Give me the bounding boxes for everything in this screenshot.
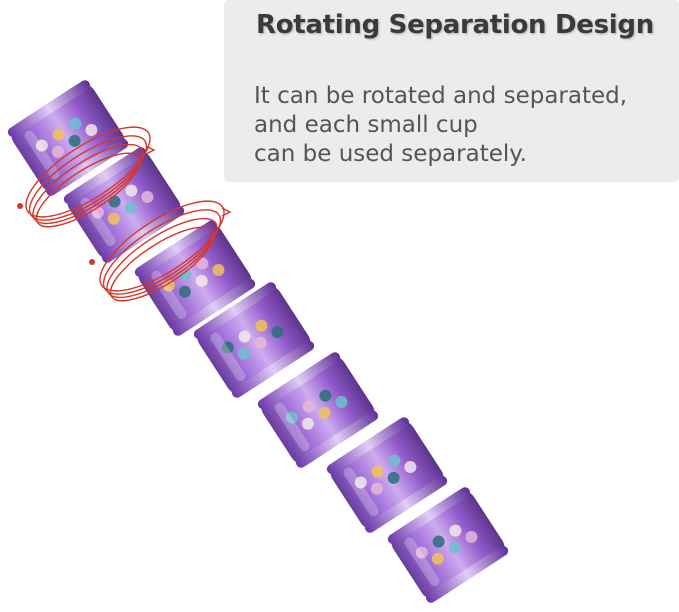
pill-cup bbox=[7, 80, 129, 196]
rotation-arrow bbox=[221, 207, 232, 217]
pill-cup bbox=[387, 487, 509, 603]
rotation-arrow bbox=[35, 152, 141, 228]
pill-cup bbox=[134, 220, 256, 336]
rotation-arrow bbox=[145, 145, 156, 155]
rotation-arrow bbox=[109, 226, 215, 302]
rotation-arrow bbox=[17, 203, 23, 209]
rotation-arrow bbox=[99, 200, 225, 292]
pill-cup bbox=[326, 417, 448, 533]
rotation-arrow bbox=[102, 209, 222, 295]
pill-cup bbox=[257, 352, 379, 468]
rotation-arrow bbox=[32, 143, 144, 225]
pill-cup bbox=[63, 147, 185, 263]
rotation-arrow bbox=[25, 126, 151, 218]
description-line-1: It can be rotated and separated, bbox=[254, 83, 628, 109]
rotation-arrow bbox=[89, 259, 95, 265]
info-panel: Rotating Separation Design It can be rot… bbox=[224, 0, 679, 182]
rotation-arrow bbox=[28, 135, 148, 221]
pill-cup bbox=[193, 282, 315, 398]
rotation-arrow bbox=[106, 217, 218, 299]
panel-description: It can be rotated and separated, and eac… bbox=[254, 82, 627, 169]
description-line-3: can be used separately. bbox=[254, 141, 527, 167]
panel-title: Rotating Separation Design bbox=[256, 10, 654, 40]
description-line-2: and each small cup bbox=[254, 112, 478, 138]
